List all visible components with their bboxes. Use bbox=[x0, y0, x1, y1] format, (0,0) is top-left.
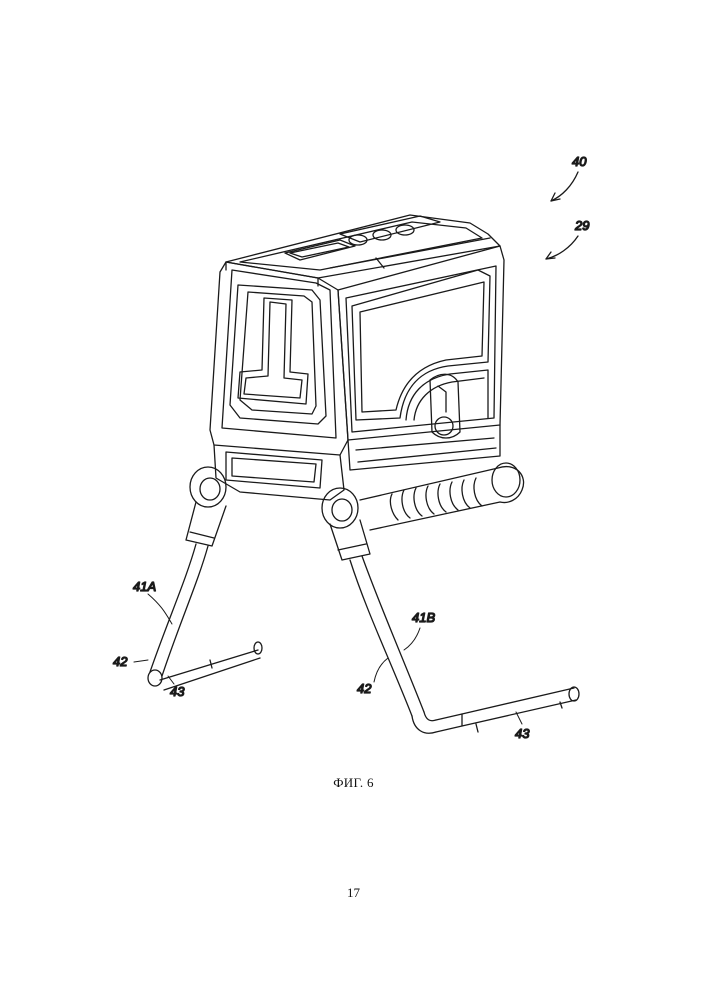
figure-caption: ФИГ. 6 bbox=[0, 775, 707, 791]
ref-label-41a: 41A bbox=[133, 579, 156, 594]
ref-label-29: 29 bbox=[574, 218, 589, 233]
housing-front-face bbox=[210, 262, 348, 455]
leg-hub-cylinder bbox=[360, 463, 524, 530]
page-number: 17 bbox=[0, 885, 707, 901]
leg-41b bbox=[322, 488, 579, 733]
leader-lines bbox=[134, 594, 522, 724]
leader-arrow-40 bbox=[551, 172, 578, 201]
ref-label-43-left: 43 bbox=[170, 684, 185, 699]
housing-base bbox=[214, 425, 500, 500]
leader-arrow-29 bbox=[546, 236, 578, 259]
ref-label-43-right: 43 bbox=[515, 726, 530, 741]
housing-side-face bbox=[338, 246, 504, 440]
ref-label-42-right: 42 bbox=[357, 681, 372, 696]
ref-label-41b: 41B bbox=[412, 610, 435, 625]
leg-41a bbox=[148, 467, 262, 690]
ref-label-40: 40 bbox=[572, 154, 587, 169]
ref-label-42-left: 42 bbox=[113, 654, 128, 669]
